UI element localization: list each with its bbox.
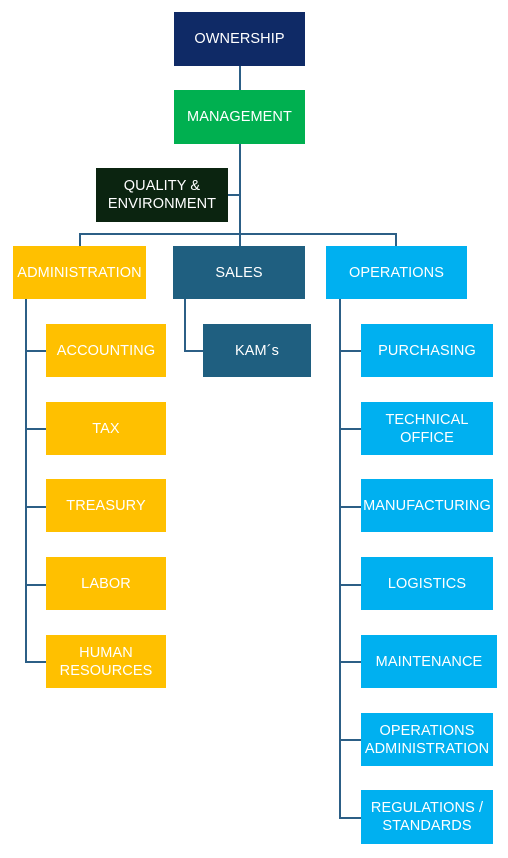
logistics-box: LOGISTICS — [361, 557, 493, 610]
connector-administration-drop — [79, 233, 81, 246]
management-box: MANAGEMENT — [174, 90, 305, 144]
connector-management-trunk — [239, 144, 241, 234]
connector-operations-branch — [339, 584, 361, 586]
connector-administration-branch — [25, 506, 46, 508]
connector-operations-branch — [339, 661, 361, 663]
connector-administration-branch — [25, 428, 46, 430]
connector-operations-branch — [339, 817, 361, 819]
connector-departments-bus — [79, 233, 397, 235]
labor-box: LABOR — [46, 557, 166, 610]
kams-box: KAM´s — [203, 324, 311, 377]
maintenance-box: MAINTENANCE — [361, 635, 497, 688]
connector-ownership-management — [239, 66, 241, 90]
quality-environment-box: QUALITY & ENVIRONMENT — [96, 168, 228, 222]
regulations-standards-box: REGULATIONS / STANDARDS — [361, 790, 493, 844]
accounting-box: ACCOUNTING — [46, 324, 166, 377]
connector-operations-spine — [339, 299, 341, 818]
ownership-box: OWNERSHIP — [174, 12, 305, 66]
connector-operations-branch — [339, 739, 361, 741]
connector-operations-branch — [339, 428, 361, 430]
connector-sales-drop — [239, 233, 241, 246]
technical-office-box: TECHNICAL OFFICE — [361, 402, 493, 455]
treasury-box: TREASURY — [46, 479, 166, 532]
connector-administration-spine — [25, 299, 27, 662]
connector-administration-branch — [25, 661, 46, 663]
connector-operations-drop — [395, 233, 397, 246]
human-resources-box: HUMAN RESOURCES — [46, 635, 166, 688]
connector-sales-spine — [184, 299, 186, 351]
connector-sales-branch — [184, 350, 203, 352]
sales-box: SALES — [173, 246, 305, 299]
connector-quality — [228, 194, 240, 196]
connector-operations-branch — [339, 506, 361, 508]
purchasing-box: PURCHASING — [361, 324, 493, 377]
connector-administration-branch — [25, 350, 46, 352]
connector-administration-branch — [25, 584, 46, 586]
tax-box: TAX — [46, 402, 166, 455]
operations-box: OPERATIONS — [326, 246, 467, 299]
administration-box: ADMINISTRATION — [13, 246, 146, 299]
connector-operations-branch — [339, 350, 361, 352]
operations-administration-box: OPERATIONS ADMINISTRATION — [361, 713, 493, 766]
manufacturing-box: MANUFACTURING — [361, 479, 493, 532]
